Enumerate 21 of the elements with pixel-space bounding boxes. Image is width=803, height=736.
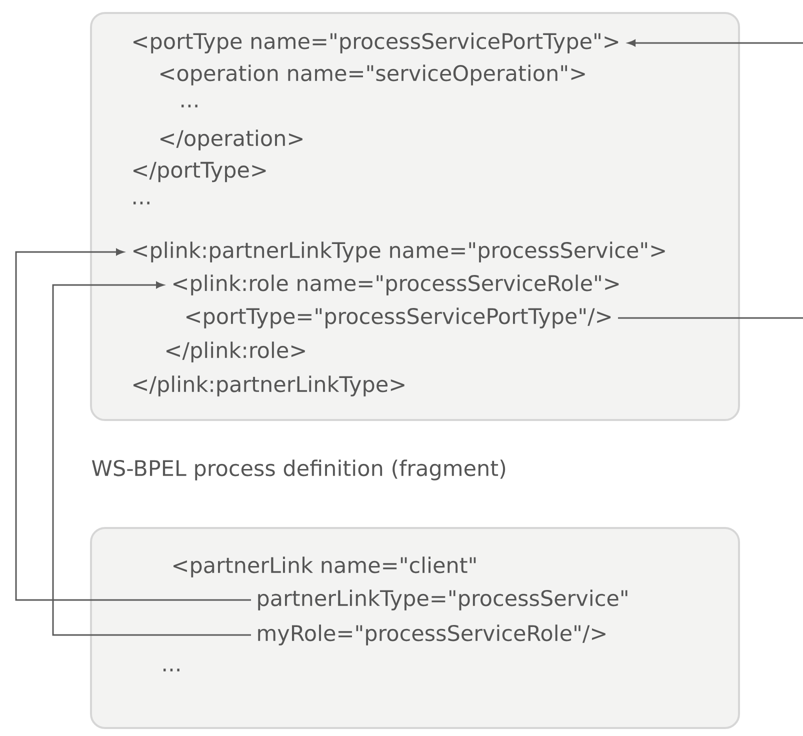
code-line: <plink:role name="processServiceRole"> [173,274,619,296]
code-line: </plink:partnerLinkType> [133,376,404,396]
code-line: </plink:role> [166,342,305,362]
code-line: <portType="processServicePortType"/> [186,308,611,328]
code-line: <operation name="serviceOperation"> [160,64,585,86]
code-panel [90,12,740,421]
code-line: myRole="processServiceRole"/> [258,624,606,646]
panel-heading: WS-BPEL process definition (fragment) [92,460,506,480]
code-line: <portType name="processServicePortType"> [133,32,618,54]
arrow [618,40,803,319]
arrow [52,282,251,636]
code-line: </portType> [133,162,266,182]
code-line: partnerLinkType="processService" [258,590,628,610]
code-line: ... [182,104,198,108]
arrow [15,248,251,601]
code-panel [90,527,740,729]
code-line: ... [134,202,150,204]
code-line: <partnerLink name="client" [173,556,476,578]
code-line: ... [164,668,180,672]
code-line: </operation> [160,130,302,150]
code-line: <plink:partnerLinkType name="processService"> [133,242,665,262]
